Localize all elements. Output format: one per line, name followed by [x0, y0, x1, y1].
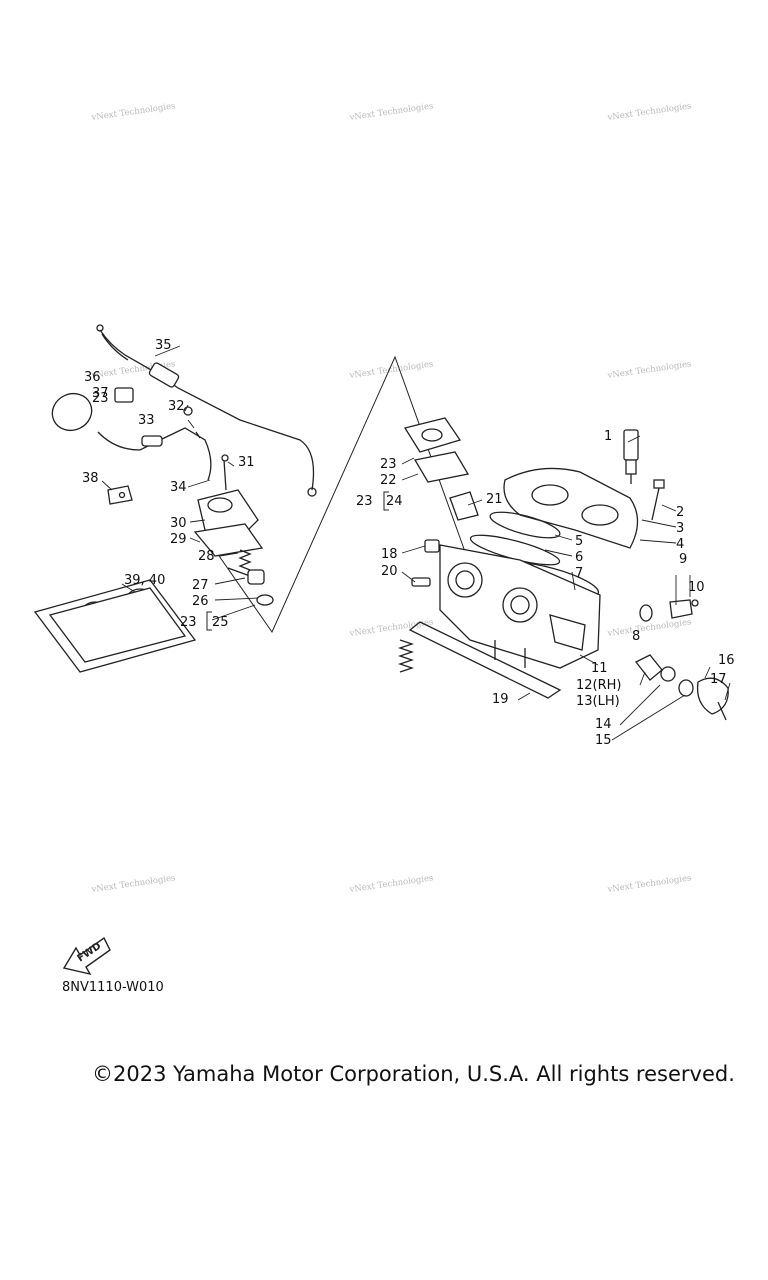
- callout: 24: [386, 494, 403, 509]
- callout: 8: [632, 629, 640, 644]
- callout: 6: [575, 550, 583, 565]
- callout: 5: [575, 534, 583, 549]
- cable-assembly: [96, 324, 317, 497]
- spring-28: [238, 549, 252, 571]
- callout: 22: [380, 473, 397, 488]
- callout: 7: [575, 566, 583, 581]
- callout: 25: [212, 615, 229, 630]
- cylinder-block-11: [439, 544, 601, 669]
- intake-manifold-22-23: [403, 417, 479, 521]
- callout: 2: [676, 505, 684, 520]
- gasket-39-40: [33, 579, 197, 673]
- callout: 16: [718, 653, 735, 668]
- callout: 23: [380, 457, 397, 472]
- bolt-2: [651, 479, 665, 521]
- diagram-code: 8NV1110-W010: [62, 980, 164, 995]
- thermostat-parts-8-15: [635, 599, 729, 721]
- callout: 27: [192, 578, 209, 593]
- watermark: vNext Technologies: [90, 873, 176, 895]
- spark-plug-1: [623, 429, 639, 484]
- callout: 14: [595, 717, 612, 732]
- callout: 28: [198, 549, 215, 564]
- callout: 13(LH): [576, 694, 620, 709]
- watermark: vNext Technologies: [348, 101, 434, 123]
- callout: 1: [604, 429, 612, 444]
- cylinder-head-cover-3: [503, 467, 639, 549]
- watermark: vNext Technologies: [90, 101, 176, 123]
- callout: 39, 40: [124, 573, 165, 588]
- fwd-arrow-icon: FWD: [62, 936, 111, 976]
- assembly-guide-line: [207, 355, 469, 634]
- callout: 33: [138, 413, 155, 428]
- watermark: vNext Technologies: [606, 101, 692, 123]
- callout: 11: [591, 661, 608, 676]
- callout: 20: [381, 564, 398, 579]
- callout: 32: [168, 399, 185, 414]
- callout: 35: [155, 338, 172, 353]
- callout: 18: [381, 547, 398, 562]
- callout: 30: [170, 516, 187, 531]
- callout: 23: [356, 494, 373, 509]
- leader-lines: [101, 345, 731, 741]
- watermark: vNext Technologies: [606, 359, 692, 381]
- callout: 34: [170, 480, 187, 495]
- callout: 17: [710, 672, 727, 687]
- callout: 36: [84, 370, 101, 385]
- watermark: vNext Technologies: [348, 359, 434, 381]
- callout: 21: [486, 492, 503, 507]
- carb-body-30: [193, 454, 264, 557]
- fittings-18-20: [397, 539, 440, 673]
- copyright-notice: ©2023 Yamaha Motor Corporation, U.S.A. A…: [92, 1062, 735, 1086]
- callout: 3: [676, 521, 684, 536]
- callout: 23: [180, 615, 197, 630]
- watermark: vNext Technologies: [348, 873, 434, 895]
- callout: 10: [688, 580, 705, 595]
- hose-clamp-37: [51, 387, 134, 432]
- callout: 4: [676, 537, 684, 552]
- callout: 9: [679, 552, 687, 567]
- valve-26-27: [227, 567, 274, 606]
- callout: 38: [82, 471, 99, 486]
- callout: 26: [192, 594, 209, 609]
- watermark: vNext Technologies: [606, 873, 692, 895]
- callout: 23: [92, 391, 109, 406]
- callout: 12(RH): [576, 678, 622, 693]
- callout: 29: [170, 532, 187, 547]
- bracket-38: [107, 485, 133, 505]
- callout: 31: [238, 455, 255, 470]
- callout: 37: [92, 386, 109, 401]
- base-gasket-19: [408, 621, 562, 699]
- callout: 19: [492, 692, 509, 707]
- callouts: 1 2 3 4 5 6 7 8 9 10 11 12(RH) 13(LH) 14…: [82, 338, 735, 748]
- bracket-glyphs: [206, 491, 389, 631]
- callout: 15: [595, 733, 612, 748]
